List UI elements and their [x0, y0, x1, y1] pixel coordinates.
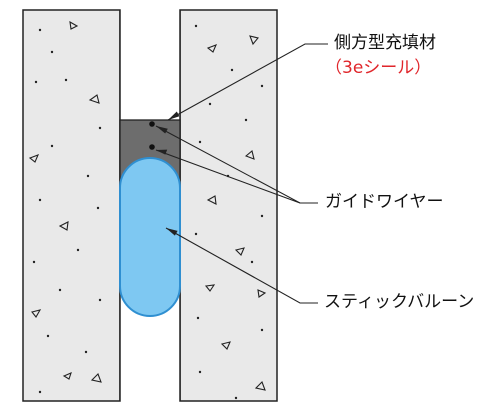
stick-balloon-label: スティックバルーン	[324, 292, 475, 312]
arrowhead-filler	[168, 111, 180, 120]
leader-guide-wire-lower	[155, 149, 301, 204]
leader-lines	[155, 43, 328, 304]
right-concrete-wall	[179, 9, 278, 402]
filler-product-label: （3eシール）	[325, 58, 432, 78]
right-wall-aggregate-texture	[204, 35, 267, 391]
leader-arrowheads	[156, 111, 180, 236]
guide-wire-point-lower	[149, 144, 155, 150]
stick-balloon-shape	[119, 157, 181, 317]
filler-name-label: 側方型充填材	[334, 33, 436, 53]
left-wall-aggregate-texture	[28, 20, 102, 383]
leader-filler	[167, 43, 328, 121]
left-wall-aggregate-dots	[32, 28, 102, 394]
arrowhead-guide-wire-upper	[156, 126, 168, 134]
leader-stick-balloon	[165, 227, 318, 304]
guide-wire-point-upper	[149, 121, 155, 127]
arrowhead-guide-wire-lower	[156, 149, 168, 155]
left-concrete-wall	[22, 9, 121, 402]
right-wall-aggregate-dots	[194, 24, 264, 400]
arrowhead-stick-balloon	[166, 228, 178, 236]
guide-wire-label: ガイドワイヤー	[325, 192, 444, 212]
